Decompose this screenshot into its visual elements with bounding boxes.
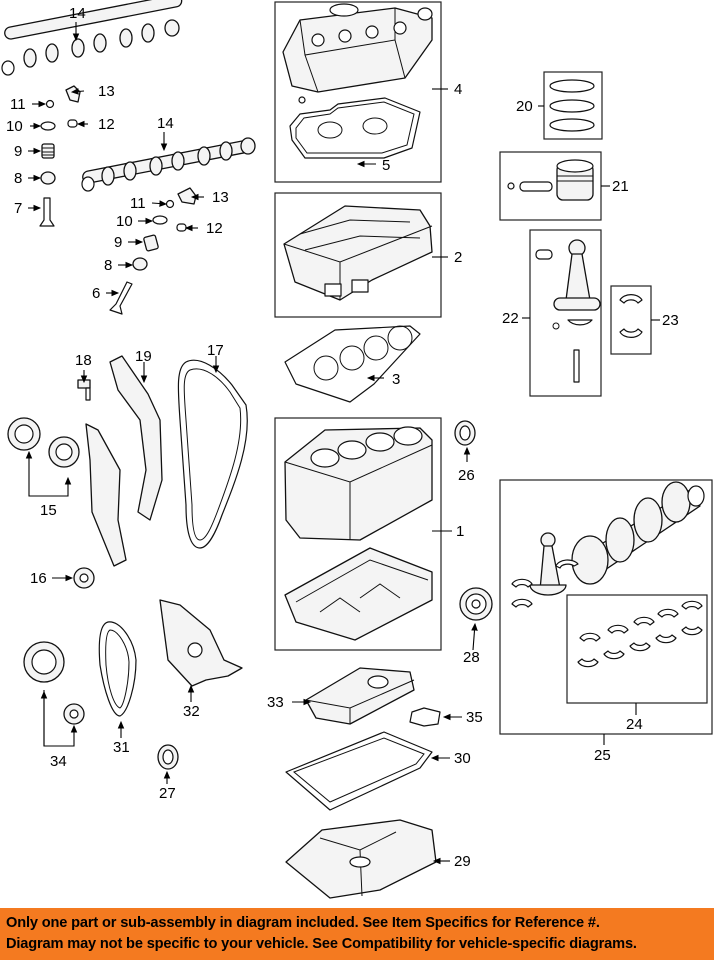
- callout-35: 35: [466, 709, 483, 726]
- callout-12-lower: 12: [206, 220, 223, 237]
- timing-chain: [177, 359, 248, 549]
- callout-27: 27: [159, 785, 176, 802]
- chain-tensioner-rail: [109, 355, 163, 521]
- oil-pan: [285, 819, 437, 899]
- guide-bolt: [77, 379, 91, 401]
- callout-34: 34: [50, 753, 67, 770]
- valve-cover-gasket: [289, 97, 421, 159]
- callout-30: 30: [454, 750, 471, 767]
- disclaimer-line-1: Only one part or sub-assembly in diagram…: [6, 915, 600, 931]
- callout-4: 4: [454, 81, 462, 98]
- callout-22: 22: [502, 310, 519, 327]
- oil-pump-sprockets: [23, 641, 85, 725]
- callout-8-upper: 8: [14, 170, 22, 187]
- callout-6: 6: [92, 285, 100, 302]
- callout-28: 28: [463, 649, 480, 666]
- bearing-ladder: [283, 205, 433, 301]
- callout-19: 19: [135, 348, 152, 365]
- valve-small-parts-upper: [39, 85, 81, 227]
- oil-pump: [305, 667, 415, 725]
- cylinder-block-box: [274, 417, 442, 651]
- valve-cover-box: [274, 1, 442, 183]
- callout-14-upper: 14: [69, 5, 86, 22]
- timing-chain-guide: [85, 423, 127, 567]
- crankshaft-box: [499, 479, 713, 735]
- head-gasket: [284, 325, 421, 403]
- callout-24: 24: [626, 716, 643, 733]
- oil-pump-chain: [98, 621, 137, 717]
- callout-26: 26: [458, 467, 475, 484]
- main-bearings: [577, 600, 703, 668]
- callout-32: 32: [183, 703, 200, 720]
- callout-23: 23: [662, 312, 679, 329]
- connecting-rod-box: [529, 229, 602, 397]
- oil-pan-gasket: [285, 731, 433, 811]
- main-bearing-box: [566, 594, 708, 704]
- crank-pulley: [459, 587, 493, 621]
- leader-lines: [25, 22, 660, 865]
- callout-13-lower: 13: [212, 189, 229, 206]
- callout-5: 5: [382, 157, 390, 174]
- callout-31: 31: [113, 739, 130, 756]
- oil-baffle: [409, 707, 441, 727]
- cylinder-block: [284, 426, 433, 541]
- engine-parts-diagram: 14 14 13 11 10 12 9 8 7 11 13 10 12 9 8 …: [1, 0, 713, 899]
- callout-29: 29: [454, 853, 471, 870]
- timing-cover: [159, 599, 243, 687]
- callout-7: 7: [14, 200, 22, 217]
- front-seal: [157, 744, 179, 770]
- callout-numbers: 14 14 13 11 10 12 9 8 7 11 13 10 12 9 8 …: [6, 5, 679, 870]
- connecting-rod: [535, 239, 601, 383]
- camshaft-upper: [1, 0, 183, 76]
- callout-14-lower: 14: [157, 115, 174, 132]
- valve-small-parts-lower: [109, 187, 197, 315]
- callout-10-lower: 10: [116, 213, 133, 230]
- rear-seal: [454, 420, 476, 446]
- callout-16: 16: [30, 570, 47, 587]
- callout-10-upper: 10: [6, 118, 23, 135]
- callout-17: 17: [207, 342, 224, 359]
- callout-13-upper: 13: [98, 83, 115, 100]
- callout-20: 20: [516, 98, 533, 115]
- cam-sprockets: [7, 417, 80, 468]
- crank-connecting-rod: [529, 532, 579, 596]
- callout-11-upper: 11: [10, 96, 26, 113]
- callout-9-lower: 9: [114, 234, 122, 251]
- callout-8-lower: 8: [104, 257, 112, 274]
- callout-21: 21: [612, 178, 629, 195]
- lower-crankcase: [284, 547, 433, 641]
- callout-33: 33: [267, 694, 284, 711]
- callout-2: 2: [454, 249, 462, 266]
- callout-15: 15: [40, 502, 57, 519]
- disclaimer-line-2: Diagram may not be specific to your vehi…: [6, 936, 637, 952]
- callout-25: 25: [594, 747, 611, 764]
- piston: [507, 159, 594, 201]
- callout-1: 1: [456, 523, 464, 540]
- callout-9-upper: 9: [14, 143, 22, 160]
- crank-bearings-loose: [511, 578, 533, 608]
- callout-3: 3: [392, 371, 400, 388]
- callout-11-lower: 11: [130, 195, 146, 212]
- camshaft-lower: [81, 137, 256, 192]
- callout-18: 18: [75, 352, 92, 369]
- crankshaft: [571, 481, 705, 585]
- disclaimer-banner: Only one part or sub-assembly in diagram…: [0, 908, 714, 960]
- crank-sprocket: [73, 567, 95, 589]
- valve-cover: [282, 3, 433, 104]
- piston-rings: [549, 79, 595, 132]
- rod-bearings: [619, 293, 643, 339]
- callout-12-upper: 12: [98, 116, 115, 133]
- upper-block-box: [274, 192, 442, 318]
